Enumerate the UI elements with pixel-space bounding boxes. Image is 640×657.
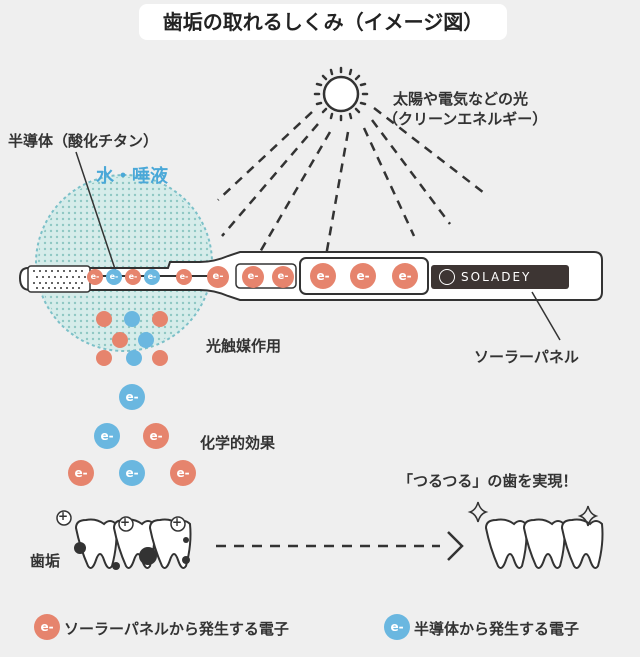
electron-orange: e- [207, 266, 229, 288]
photocatalysis-label: 光触媒作用 [206, 337, 282, 355]
electron-dot-orange [96, 311, 112, 327]
electron-blue: e- [119, 384, 145, 410]
chemical-effect-label: 化学的効果 [200, 434, 276, 452]
electron-dot-blue [124, 311, 140, 327]
light-sub-label: （クリーンエネルギー） [383, 110, 548, 128]
electron-dot-blue [126, 350, 142, 366]
electron-dot-orange [96, 350, 112, 366]
light-label: 太陽や電気などの光 [393, 90, 529, 108]
brand-name: SOLADEY [461, 270, 532, 284]
electron-dot-blue [138, 332, 154, 348]
solar-panel-label: ソーラーパネル [474, 348, 579, 366]
solar-panel-pointer [531, 291, 561, 341]
legend-swatch-orange: e- [34, 614, 60, 640]
sparkle-icon [467, 501, 599, 527]
light-rays [217, 107, 489, 257]
electron-blue: e- [106, 269, 122, 285]
electron-orange: e- [87, 269, 103, 285]
electron-orange: e- [143, 423, 169, 449]
plaque-label: 歯垢 [30, 552, 61, 570]
semiconductor-pointer [75, 151, 117, 273]
page-title: 歯垢の取れるしくみ（イメージ図） [139, 4, 507, 40]
legend-label-orange: ソーラーパネルから発生する電子 [64, 620, 289, 638]
electron-orange: e- [272, 266, 294, 288]
water-label: 水・唾液 [96, 166, 168, 187]
plus-sign: + [58, 509, 69, 523]
electron-dot-orange [112, 332, 128, 348]
brand-logo-icon [439, 268, 455, 285]
electron-blue: e- [94, 423, 120, 449]
legend-swatch-blue: e- [384, 614, 410, 640]
electron-orange: e- [350, 263, 376, 289]
electron-orange: e- [125, 269, 141, 285]
legend-label-blue: 半導体から発生する電子 [414, 620, 580, 638]
electron-orange: e- [392, 263, 418, 289]
electron-blue: e- [119, 460, 145, 486]
clean-teeth-icon [484, 518, 604, 569]
electron-orange: e- [310, 263, 336, 289]
result-label: 「つるつる」の歯を実現！ [398, 472, 578, 490]
plus-sign: + [120, 515, 131, 529]
semiconductor-label: 半導体（酸化チタン） [8, 132, 159, 150]
electron-blue: e- [144, 269, 160, 285]
brand-badge: SOLADEY [431, 265, 569, 289]
plus-sign: + [172, 515, 183, 529]
electron-orange: e- [176, 269, 192, 285]
electron-dot-orange [152, 311, 168, 327]
plaque-teeth-icon [74, 518, 192, 569]
electron-orange: e- [68, 460, 94, 486]
sun-icon [313, 66, 369, 122]
electron-orange: e- [170, 460, 196, 486]
plus-markers [56, 510, 186, 532]
plaque-deposits [74, 537, 190, 570]
electron-dot-orange [152, 350, 168, 366]
electron-orange: e- [242, 266, 264, 288]
